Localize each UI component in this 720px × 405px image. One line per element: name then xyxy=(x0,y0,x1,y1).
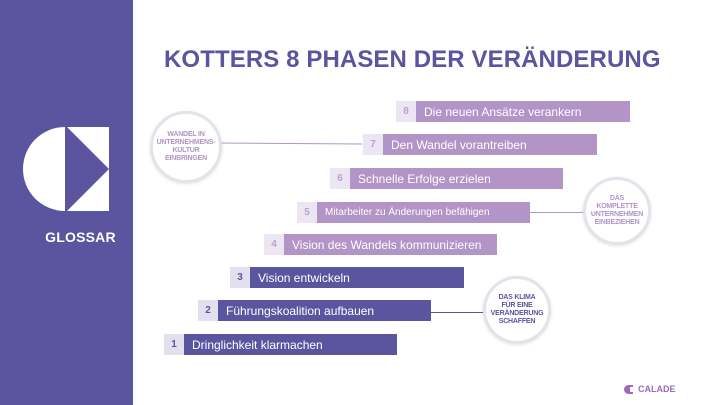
callout-line: UNTERNEHMENS- xyxy=(156,139,216,146)
callout-line: UNTERNEHMEN xyxy=(590,211,644,218)
step-number: 1 xyxy=(164,334,184,355)
step-number: 7 xyxy=(363,134,383,155)
callout-line: DAS xyxy=(609,195,625,202)
callout-culture: WANDEL IN UNTERNEHMENS- KULTUR EINBRINGE… xyxy=(150,111,222,183)
callout-line: EINBRINGEN xyxy=(165,155,207,162)
step-number: 5 xyxy=(297,202,317,223)
step-number: 3 xyxy=(230,267,250,288)
step-label: Vision des Wandels kommunizieren xyxy=(284,234,497,255)
step-label: Die neuen Ansätze verankern xyxy=(416,101,630,122)
callout-line: FÜR EINE xyxy=(501,302,533,309)
connector-line-climate xyxy=(431,312,485,313)
calade-logo-icon xyxy=(23,127,109,211)
brand-name: CALADE xyxy=(638,384,676,394)
step-6: 6 Schnelle Erfolge erzielen xyxy=(330,168,563,189)
sidebar: GLOSSAR xyxy=(0,0,133,405)
step-number: 8 xyxy=(396,101,416,122)
step-label: Vision entwickeln xyxy=(250,267,464,288)
callout-line: KULTUR xyxy=(172,147,200,154)
calade-mark-icon xyxy=(624,384,633,394)
callout-line: VERÄNDERUNG xyxy=(490,310,544,317)
step-1: 1 Dringlichkeit klarmachen xyxy=(164,334,397,355)
step-label: Schnelle Erfolge erzielen xyxy=(350,168,563,189)
step-8: 8 Die neuen Ansätze verankern xyxy=(396,101,630,122)
connector-line-culture xyxy=(219,142,363,145)
step-number: 2 xyxy=(198,300,218,321)
callout-line: DAS KLIMA xyxy=(498,294,536,301)
callout-line: SCHAFFEN xyxy=(498,318,536,325)
connector-line-company xyxy=(530,212,585,213)
step-number: 6 xyxy=(330,168,350,189)
step-label: Dringlichkeit klarmachen xyxy=(184,334,397,355)
callout-line: KOMPLETTE xyxy=(596,203,638,210)
glossar-label[interactable]: GLOSSAR xyxy=(45,229,116,245)
step-5: 5 Mitarbeiter zu Änderungen befähigen xyxy=(297,202,530,223)
step-3: 3 Vision entwickeln xyxy=(230,267,464,288)
callout-line: EINBEZIEHEN xyxy=(594,219,640,226)
step-2: 2 Führungskoalition aufbauen xyxy=(198,300,431,321)
callout-line: WANDEL IN xyxy=(167,131,205,138)
step-7: 7 Den Wandel vorantreiben xyxy=(363,134,597,155)
step-4: 4 Vision des Wandels kommunizieren xyxy=(264,234,497,255)
page-title: KOTTERS 8 PHASEN DER VERÄNDERUNG xyxy=(164,46,661,73)
brand-logo: CALADE xyxy=(624,384,676,394)
step-label: Den Wandel vorantreiben xyxy=(383,134,597,155)
callout-company: DAS KOMPLETTE UNTERNEHMEN EINBEZIEHEN xyxy=(583,177,651,245)
step-label: Mitarbeiter zu Änderungen befähigen xyxy=(317,202,530,223)
step-number: 4 xyxy=(264,234,284,255)
step-label: Führungskoalition aufbauen xyxy=(218,300,431,321)
callout-climate: DAS KLIMA FÜR EINE VERÄNDERUNG SCHAFFEN xyxy=(483,276,551,344)
